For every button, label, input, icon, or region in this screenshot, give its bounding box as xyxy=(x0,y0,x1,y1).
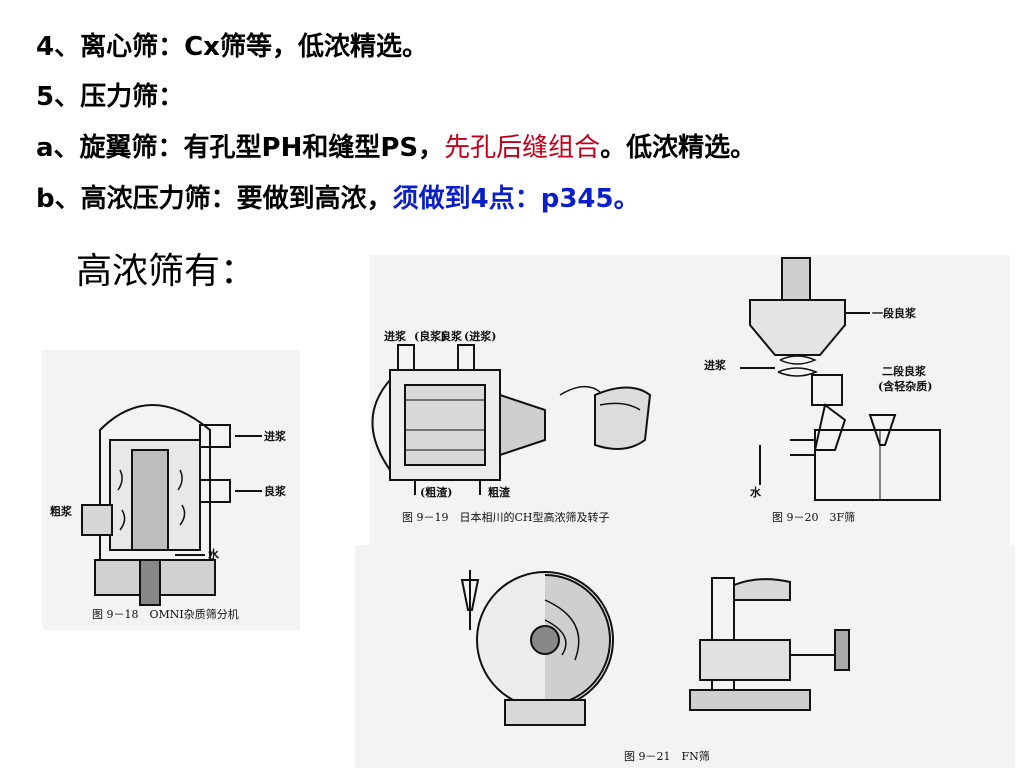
text-line-4: b、高浓压力筛：要做到高浓，须做到4点：p345。 xyxy=(36,182,640,216)
3f-stage1-label: 一段良浆 xyxy=(872,306,917,320)
line-4-highlight: 须做到4点：p345。 xyxy=(392,184,640,214)
3f-stage2-label: 二段良浆 xyxy=(882,364,927,378)
ch-accept-label: 良浆 xyxy=(440,329,463,343)
text-line-2: 5、压力筛： xyxy=(36,80,184,114)
ch-caption: 图 9－19 日本相川的CH型高浓筛及转子 xyxy=(402,510,610,524)
3f-stage2-note: (含轻杂质) xyxy=(878,379,932,393)
line-1-text: 4、离心筛：Cx筛等，低浓精选。 xyxy=(36,32,428,62)
3f-water-label: 水 xyxy=(750,485,762,499)
omni-water-label: 水 xyxy=(208,547,220,561)
line-3-text-a: a、旋翼筛：有孔型PH和缝型PS， xyxy=(36,133,445,163)
figure-ch xyxy=(371,344,652,495)
omni-caption: 图 9－18 OMNI杂质筛分机 xyxy=(92,607,239,621)
ch-inlet-paren-label: (进浆) xyxy=(464,329,496,343)
text-line-1: 4、离心筛：Cx筛等，低浓精选。 xyxy=(36,30,428,64)
ch-inlet-label: 进浆 xyxy=(384,329,407,343)
figure-fn xyxy=(460,570,850,726)
line-3-text-b: 。低浓精选。 xyxy=(600,133,757,163)
3f-inlet-label: 进浆 xyxy=(704,358,727,372)
scan-background-fn xyxy=(355,545,1015,768)
omni-accept-label: 良浆 xyxy=(264,484,287,498)
ch-coarse-paren-label: (粗渣) xyxy=(420,485,452,499)
text-line-3: a、旋翼筛：有孔型PH和缝型PS，先孔后缝组合。低浓精选。 xyxy=(36,131,756,165)
line-4-text-a: b、高浓压力筛： xyxy=(36,184,237,214)
omni-inlet-label: 进浆 xyxy=(264,429,287,443)
figure-3f xyxy=(740,257,941,501)
line-4-text-b: 要做到高浓， xyxy=(236,184,393,214)
ch-accept-paren-label: (良浆) xyxy=(414,329,446,343)
fn-caption: 图 9－21 FN筛 xyxy=(624,749,710,763)
line-3-highlight: 先孔后缝组合 xyxy=(444,133,601,163)
3f-caption: 图 9－20 3F筛 xyxy=(772,510,855,524)
ch-coarse-label: 粗渣 xyxy=(488,485,511,499)
figure-omni xyxy=(81,404,262,606)
line-2-text: 5、压力筛： xyxy=(36,82,185,112)
omni-reject-label: 粗浆 xyxy=(50,504,73,518)
section-heading: 高浓筛有： xyxy=(76,251,257,292)
